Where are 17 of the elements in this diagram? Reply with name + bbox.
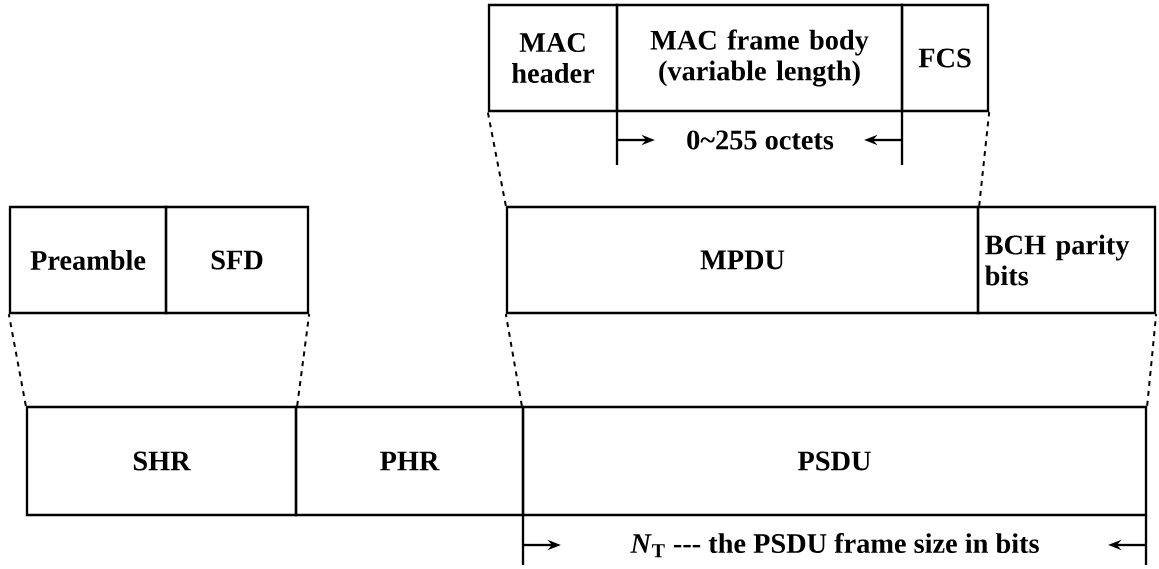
field-cell: SHR: [25, 405, 298, 517]
expansion-line: [1146, 313, 1158, 407]
field-cell: BCH parity bits: [976, 205, 1157, 315]
field-cell: MAC header: [487, 3, 619, 113]
field-cell: PHR: [294, 405, 525, 517]
field-cell: Preamble: [8, 205, 168, 315]
expansion-line: [978, 111, 991, 207]
expansion-line: [486, 111, 507, 207]
expansion-line: [504, 313, 523, 407]
field-cell: SFD: [164, 205, 310, 315]
expansion-line: [7, 313, 27, 407]
field-cell: MAC frame body (variable length): [615, 3, 904, 113]
field-cell: MPDU: [505, 205, 980, 315]
expansion-line: [296, 313, 311, 407]
field-cell: FCS: [900, 3, 990, 113]
dimension-label: 0~255 octets: [687, 130, 834, 150]
field-cell: PSDU: [521, 405, 1148, 517]
